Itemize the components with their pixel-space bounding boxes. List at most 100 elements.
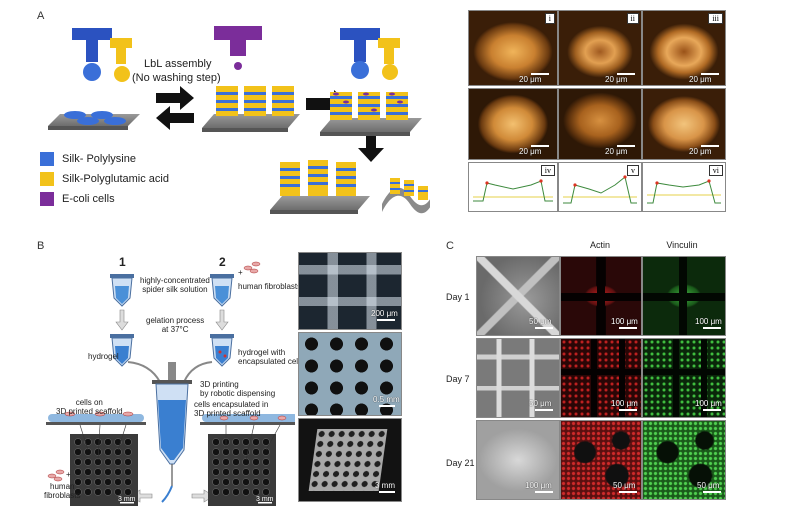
scale-bar [617, 145, 635, 147]
afm-image-ii: ii 20 μm [558, 10, 642, 86]
vinculin-image-day7: 100 μm [642, 338, 726, 418]
lbl-stack-group-2 [330, 92, 408, 120]
scale-label: 3 mm [375, 481, 395, 490]
scale-bar [377, 319, 395, 321]
panel-b-schematic [46, 261, 295, 506]
afm-label: iv [540, 165, 555, 176]
cell-dispenser-icon [214, 26, 262, 70]
syringe-icon [152, 362, 192, 503]
legend-item-silk-polylysine: Silk- Polylysine [40, 152, 169, 166]
grid-strut [673, 339, 679, 417]
grid-strut [591, 339, 597, 417]
scale-label: 100 μm [611, 317, 638, 326]
human-fibroblasts-label: human fibroblasts [238, 282, 302, 291]
grid-strut [643, 293, 725, 301]
legend-item-silk-polyglutamic: Silk-Polyglutamic acid [40, 172, 169, 186]
panel-c-letter: C [446, 240, 454, 252]
human-line2: fibroblasts [44, 491, 81, 501]
afm-3d-image-i: 20 μm [468, 88, 558, 160]
legend-item-ecoli: E-coli cells [40, 192, 169, 206]
row-label-day21: Day 21 [446, 458, 475, 468]
hydrogel-scaffold-image: 0.5 mm [298, 332, 402, 416]
step-2-label: 2 [219, 255, 226, 269]
afm-label: iii [708, 13, 723, 24]
afm-label: i [544, 13, 555, 24]
cells-enc-line1: cells encapsulated in [194, 400, 269, 409]
cells-on-line2: 3D printed scaffold [56, 407, 123, 417]
scale-bar [379, 491, 395, 493]
fibroblast-cells-icon-2 [47, 469, 65, 482]
sem-image-day21: 100 μm [476, 420, 560, 500]
dual-dispenser-icon [72, 28, 132, 82]
scale-label: 100 μm [695, 399, 722, 408]
legend-label: Silk- Polylysine [62, 153, 136, 165]
scale-bar [619, 491, 637, 493]
panel-a-letter: A [37, 10, 45, 22]
scale-label: 50 μm [529, 399, 552, 408]
afm-label: vi [708, 165, 723, 176]
scale-bar [531, 73, 549, 75]
actin-image-day7: 100 μm [560, 338, 642, 418]
sem-image-day1: 50 μm [476, 256, 560, 336]
gelation-line2: at 37°C [161, 325, 189, 335]
col-header-vinculin: Vinculin [666, 240, 698, 250]
legend-label: E-coli cells [62, 193, 115, 205]
afm-3d-image-ii: 20 μm [558, 88, 642, 160]
scale-label: 50 μm [697, 481, 720, 490]
scale-label: 100 μm [525, 481, 552, 490]
scale-label: 50 μm [529, 317, 552, 326]
profile-plot [473, 179, 553, 202]
scale-bar [617, 73, 635, 75]
flexible-substrate [382, 178, 430, 214]
plus-sign: + [238, 268, 243, 277]
gelation-line1: gelation process [146, 316, 205, 325]
scale-label: 20 μm [519, 75, 542, 84]
afm-label: ii [626, 13, 639, 24]
scale-bar [701, 145, 719, 147]
afm-label: v [627, 165, 639, 176]
silk-solution-line2: spider silk solution [142, 285, 208, 295]
scale-label-right: 3 mm [256, 496, 274, 503]
cells-on-label: cells on 3D printed scaffold [56, 398, 123, 416]
row-label-day1: Day 1 [446, 292, 470, 302]
hydrogel-cells-line1: hydrogel with [238, 348, 286, 357]
sem-image-day7: 50 μm [476, 338, 560, 418]
printing-label: 3D printing by robotic dispensing [200, 380, 275, 398]
afm-profile-vi: vi [642, 162, 726, 212]
cells-encapsulated-label: cells encapsulated in 3D printed scaffol… [194, 400, 268, 418]
plus-sign-bottom: + [66, 470, 71, 479]
silk-solution-label: highly-concentrated spider silk solution [140, 276, 210, 294]
vinculin-image-day21: 50 μm [642, 420, 726, 500]
hydrogel-label: hydrogel [88, 352, 119, 361]
afm-profile-iv: iv [468, 162, 558, 212]
scaffold-photo-image: 3 mm [298, 418, 402, 502]
hydrogel-cells-tube-icon [210, 334, 234, 367]
cells-enc-line2: 3D printed scaffold [194, 409, 261, 419]
scale-label: 20 μm [605, 75, 628, 84]
grid-strut [701, 339, 707, 417]
scale-bar [619, 409, 637, 411]
afm-3d-image-iii: 20 μm [642, 88, 726, 160]
gelation-label: gelation process at 37°C [146, 316, 204, 334]
tube-icon [110, 274, 134, 307]
scale-bar [531, 145, 549, 147]
tube-icon-2 [210, 274, 234, 307]
panel-b-letter: B [37, 240, 45, 252]
col-header-actin: Actin [589, 240, 610, 250]
row-label-day7: Day 7 [446, 374, 470, 384]
scaffold-microscopy-image: 200 μm [298, 252, 402, 330]
scale-bar [701, 73, 719, 75]
scale-bar [619, 327, 637, 329]
step-1-label: 1 [119, 255, 126, 269]
human-fibroblasts-bottom-label: human fibroblasts [44, 482, 80, 500]
scale-bar [535, 409, 553, 411]
grid-strut [619, 339, 625, 417]
human-line1: human [50, 482, 75, 491]
hydrogel-tube-icon [110, 334, 134, 367]
scale-bar [703, 491, 721, 493]
scale-label: 0.5 mm [373, 395, 400, 404]
profile-plot [647, 179, 721, 204]
printing-line2: by robotic dispensing [200, 389, 276, 399]
fibroblast-cells-icon [243, 261, 261, 274]
scale-label: 100 μm [695, 317, 722, 326]
